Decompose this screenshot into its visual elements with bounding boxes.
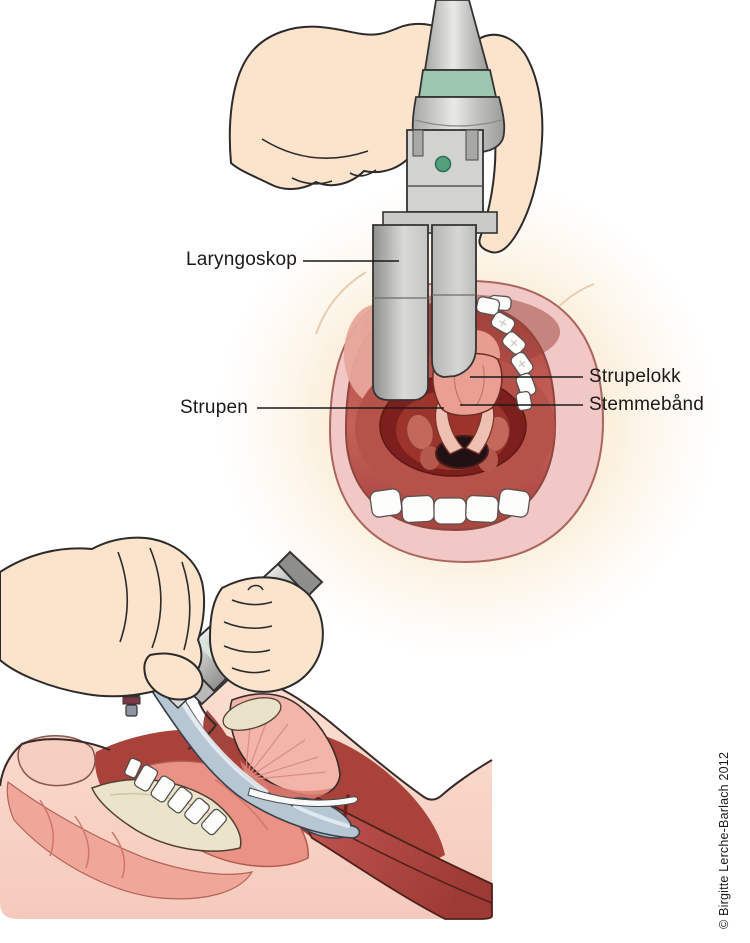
blade-bar-left: [372, 224, 429, 401]
hard-palate-bone: [222, 697, 282, 731]
under-chin-muscle: [6, 780, 254, 900]
label-stemmebaand: Stemmebånd: [589, 394, 705, 415]
right-fist: [208, 576, 324, 693]
label-strupen: Strupen: [180, 397, 248, 418]
blade-flange-side: [247, 787, 359, 807]
left-thumb: [143, 652, 204, 701]
label-strupelokk: Strupelokk: [589, 366, 681, 387]
upper-teeth: [475, 296, 537, 412]
lower-teeth-side: [124, 757, 227, 836]
top-illustration: [206, 0, 730, 670]
cheek-arc-left: [315, 271, 367, 335]
label-laryngoskop: Laryngoskop: [186, 249, 297, 270]
laryngoscope-handle-top: [382, 0, 506, 234]
larynx-view: [355, 330, 555, 504]
handle-rod: [423, 0, 490, 71]
bottom-illustration: [0, 536, 493, 920]
lower-lip-chin: [17, 735, 96, 787]
operator-hands-bottom: [0, 536, 324, 701]
leader-lines: [257, 260, 583, 409]
copyright-credit: © Birgitte Lerche-Barlach 2012: [717, 751, 731, 929]
laryngoscope-blade-top: [372, 224, 477, 401]
green-band: [417, 69, 498, 98]
blade-bar-right: [431, 224, 477, 378]
lower-teeth: [369, 488, 531, 525]
green-indicator-dot: [434, 155, 452, 173]
